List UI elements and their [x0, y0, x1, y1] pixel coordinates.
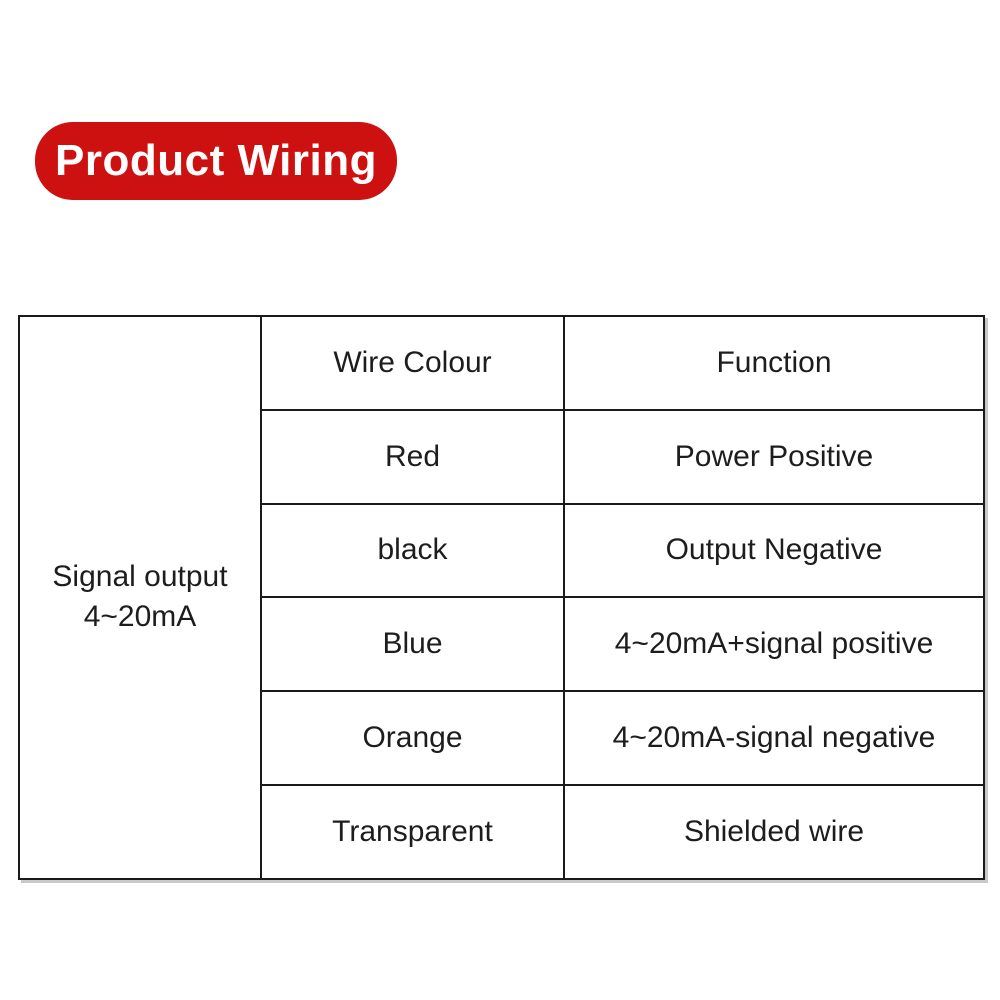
header-wire-colour: Wire Colour — [260, 315, 565, 411]
wiring-table: Signal output 4~20mA Wire Colour Functio… — [18, 315, 985, 880]
signal-output-label-line1: Signal output — [52, 559, 228, 593]
signal-output-merged-cell: Signal output 4~20mA — [18, 315, 262, 880]
table-header-row: Signal output 4~20mA Wire Colour Functio… — [18, 315, 985, 880]
cell-wire-colour: Blue — [260, 596, 565, 693]
cell-wire-colour: black — [260, 502, 565, 599]
signal-output-label-line2: 4~20mA — [83, 600, 197, 634]
cell-wire-colour: Transparent — [260, 783, 565, 880]
table-row: black Output Negative — [19, 502, 985, 599]
cell-function: Shielded wire — [563, 783, 985, 880]
product-wiring-badge-label: Product Wiring — [55, 136, 377, 185]
table-row: Orange 4~20mA-signal negative — [19, 690, 985, 786]
cell-function: Output Negative — [563, 502, 985, 599]
table-row: Transparent Shielded wire — [19, 783, 985, 880]
cell-function: 4~20mA-signal negative — [563, 690, 985, 786]
cell-wire-colour: Orange — [260, 690, 565, 786]
cell-wire-colour: Red — [260, 408, 565, 505]
cell-function: Power Positive — [563, 408, 985, 505]
cell-function: 4~20mA+signal positive — [563, 596, 985, 693]
table-row: Red Power Positive — [19, 408, 985, 505]
product-wiring-badge: Product Wiring — [35, 122, 397, 200]
header-function: Function — [563, 315, 985, 411]
table-row: Blue 4~20mA+signal positive — [19, 596, 985, 693]
